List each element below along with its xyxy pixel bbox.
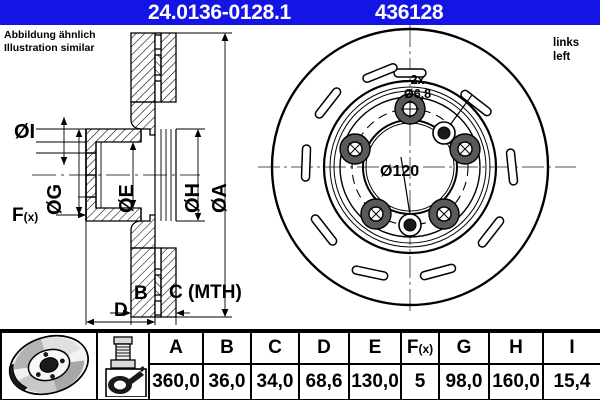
illustration-note-en: Illustration similar (4, 41, 95, 54)
dimension-label-fx-letter: F (12, 205, 24, 226)
disc-section-geometry (85, 32, 177, 318)
table-header-c: C (250, 331, 300, 365)
friction-slots (300, 63, 519, 281)
annotation-small-holes: 2x Ø6,8 (404, 73, 431, 101)
dimension-label-b: B (134, 283, 148, 304)
table-value-g: 98,0 (438, 363, 490, 400)
face-view (258, 25, 576, 315)
table-header-row: A B C D E F(x) G H I (0, 331, 600, 400)
table-header-e: E (348, 331, 402, 365)
drawing-area: ØI ØG ØE ØH ØA F(x) B C (MTH) D (0, 25, 600, 325)
dimension-label-c: C (MTH) (169, 282, 242, 303)
dimension-label-fx-sub: (x) (23, 210, 39, 224)
table-header-f: F(x) (400, 331, 440, 365)
dimension-label-i: ØI (14, 121, 36, 143)
side-note: links left (553, 36, 579, 64)
fitting-icons-cell (96, 331, 150, 400)
dimension-label-h: ØH (182, 183, 204, 213)
illustration-note-de: Abbildung ähnlich (4, 29, 96, 41)
dimension-label-e: ØE (116, 184, 138, 213)
table-value-f: 5 (400, 363, 440, 400)
product-image-cell (0, 331, 98, 400)
table-header-g: G (438, 331, 490, 365)
table-value-b: 36,0 (202, 363, 252, 400)
bolt-hole (449, 133, 481, 165)
side-note-de: links (553, 37, 580, 49)
small-hole (398, 213, 422, 237)
table-header-a: A (148, 331, 204, 365)
bolt-holes (339, 93, 481, 230)
table-value-row: 360,0 36,0 34,0 68,6 130,0 5 98,0 160,0 … (1, 363, 600, 400)
annotation-small-holes-dia: Ø6,8 (404, 87, 432, 101)
cross-section-view (32, 32, 232, 325)
table-header-f-letter: F (406, 337, 419, 358)
bolt-and-torque-icons (105, 336, 147, 397)
table-top-rule (0, 329, 600, 331)
annotation-small-holes-count: 2x (410, 73, 425, 87)
torque-wrench-icon (105, 366, 147, 397)
bolt-hole (360, 198, 392, 230)
table-value-i: 15,4 (542, 363, 600, 400)
bolt-hole (394, 93, 426, 125)
illustration-note: Abbildung ähnlich Illustration similar (4, 29, 96, 54)
spec-table: A B C D E F(x) G H I 360,0 36,0 34,0 68,… (0, 331, 600, 400)
table-value-d: 68,6 (298, 363, 350, 400)
table-header-d: D (298, 331, 350, 365)
spec-table-wrap: A B C D E F(x) G H I 360,0 36,0 34,0 68,… (0, 331, 600, 400)
table-value-a: 360,0 (148, 363, 204, 400)
annotation-center-diameter: Ø120 (380, 163, 420, 180)
dimension-label-fx: F(x) (12, 205, 38, 227)
small-hole (432, 121, 456, 145)
dimension-label-a: ØA (209, 183, 231, 213)
table-header-i: I (542, 331, 600, 365)
bolt-hole (339, 133, 371, 165)
table-header-f-sub: (x) (418, 342, 434, 356)
brake-disc-photo-icon (8, 334, 89, 396)
reference-number: 436128 (375, 1, 444, 24)
table-value-c: 34,0 (250, 363, 300, 400)
side-note-en: left (553, 51, 571, 63)
table-header-h: H (488, 331, 544, 365)
bolt-icon (110, 336, 136, 369)
dimension-lines (32, 32, 232, 325)
table-value-e: 130,0 (348, 363, 402, 400)
annotation-leaders (400, 94, 473, 216)
table-header-b: B (202, 331, 252, 365)
dimension-label-g: ØG (44, 183, 66, 215)
table-value-h: 160,0 (488, 363, 544, 400)
dimension-label-d: D (114, 300, 128, 321)
header-bar (0, 0, 600, 25)
small-holes-6-8 (398, 121, 456, 237)
part-number: 24.0136-0128.1 (148, 1, 291, 24)
bolt-hole (428, 198, 460, 230)
